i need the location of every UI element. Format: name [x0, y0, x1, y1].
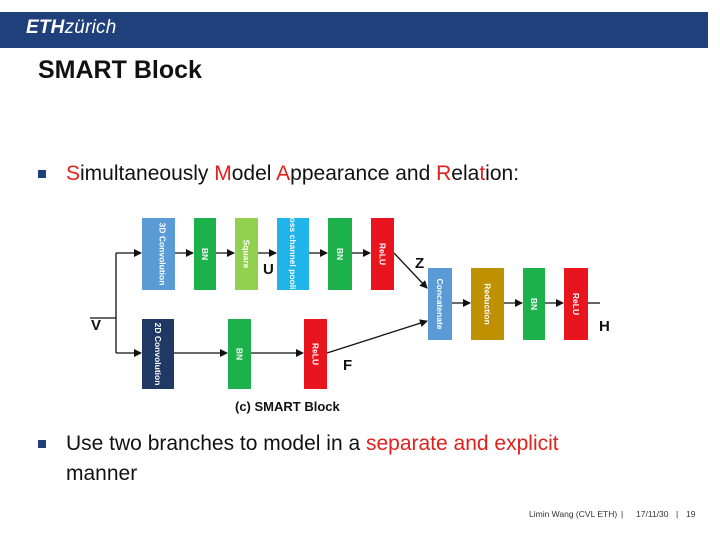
concatenate-label: Concatenate — [435, 278, 445, 329]
label-u: U — [263, 261, 274, 278]
label-z: Z — [415, 255, 424, 272]
relu-block-3 — [564, 268, 588, 340]
bn-label-1: BN — [200, 248, 210, 260]
slide-title: SMART Block — [38, 56, 202, 84]
bullet-text-1: Simultaneously Model Appearance and Rela… — [66, 162, 520, 185]
bn-label-3: BN — [235, 348, 245, 360]
bn-block-4 — [523, 268, 545, 340]
cross-channel-pooling-label: Cross channel pooling — [288, 208, 298, 300]
bullet-marker — [38, 440, 46, 448]
header-bar — [0, 12, 708, 48]
diagram-caption: (c) SMART Block — [235, 399, 341, 414]
relu-block-1 — [371, 218, 394, 290]
reduction-block — [471, 268, 504, 340]
bn-label-2: BN — [335, 248, 345, 260]
diagram-connectors — [90, 249, 600, 357]
relu-label-2: ReLU — [311, 343, 321, 365]
concatenate-block — [428, 268, 452, 340]
eth-logo: ETHzürich — [26, 17, 117, 38]
label-v: V — [91, 317, 101, 334]
square-label: Square — [242, 240, 252, 269]
bn-label-4: BN — [529, 298, 539, 310]
footer-separator: | — [621, 509, 624, 519]
relu-block-2 — [304, 319, 327, 389]
conv2d-block — [142, 319, 174, 389]
bn-block-3 — [228, 319, 251, 389]
bullet-text-2: Use two branches to model in a separate … — [66, 432, 559, 485]
footer-separator: | — [676, 509, 679, 519]
footer-date: 17/11/30 — [636, 509, 669, 519]
conv2d-label: 2D Convolution — [153, 323, 163, 386]
relu-label-3: ReLU — [571, 293, 581, 315]
footer-author: Limin Wang (CVL ETH) — [529, 509, 618, 519]
relu-label-1: ReLU — [378, 243, 388, 265]
bn-block-1 — [194, 218, 216, 290]
label-h: H — [599, 318, 610, 335]
square-block — [235, 218, 258, 290]
label-f: F — [343, 357, 352, 374]
reduction-label: Reduction — [483, 283, 493, 325]
bullet-marker — [38, 170, 46, 178]
conv3d-block — [142, 218, 175, 290]
conv3d-label: 3D Convolution — [158, 223, 168, 286]
cross-channel-pooling-block — [277, 218, 309, 290]
bn-block-2 — [328, 218, 352, 290]
footer-page-number: 19 — [686, 509, 696, 519]
